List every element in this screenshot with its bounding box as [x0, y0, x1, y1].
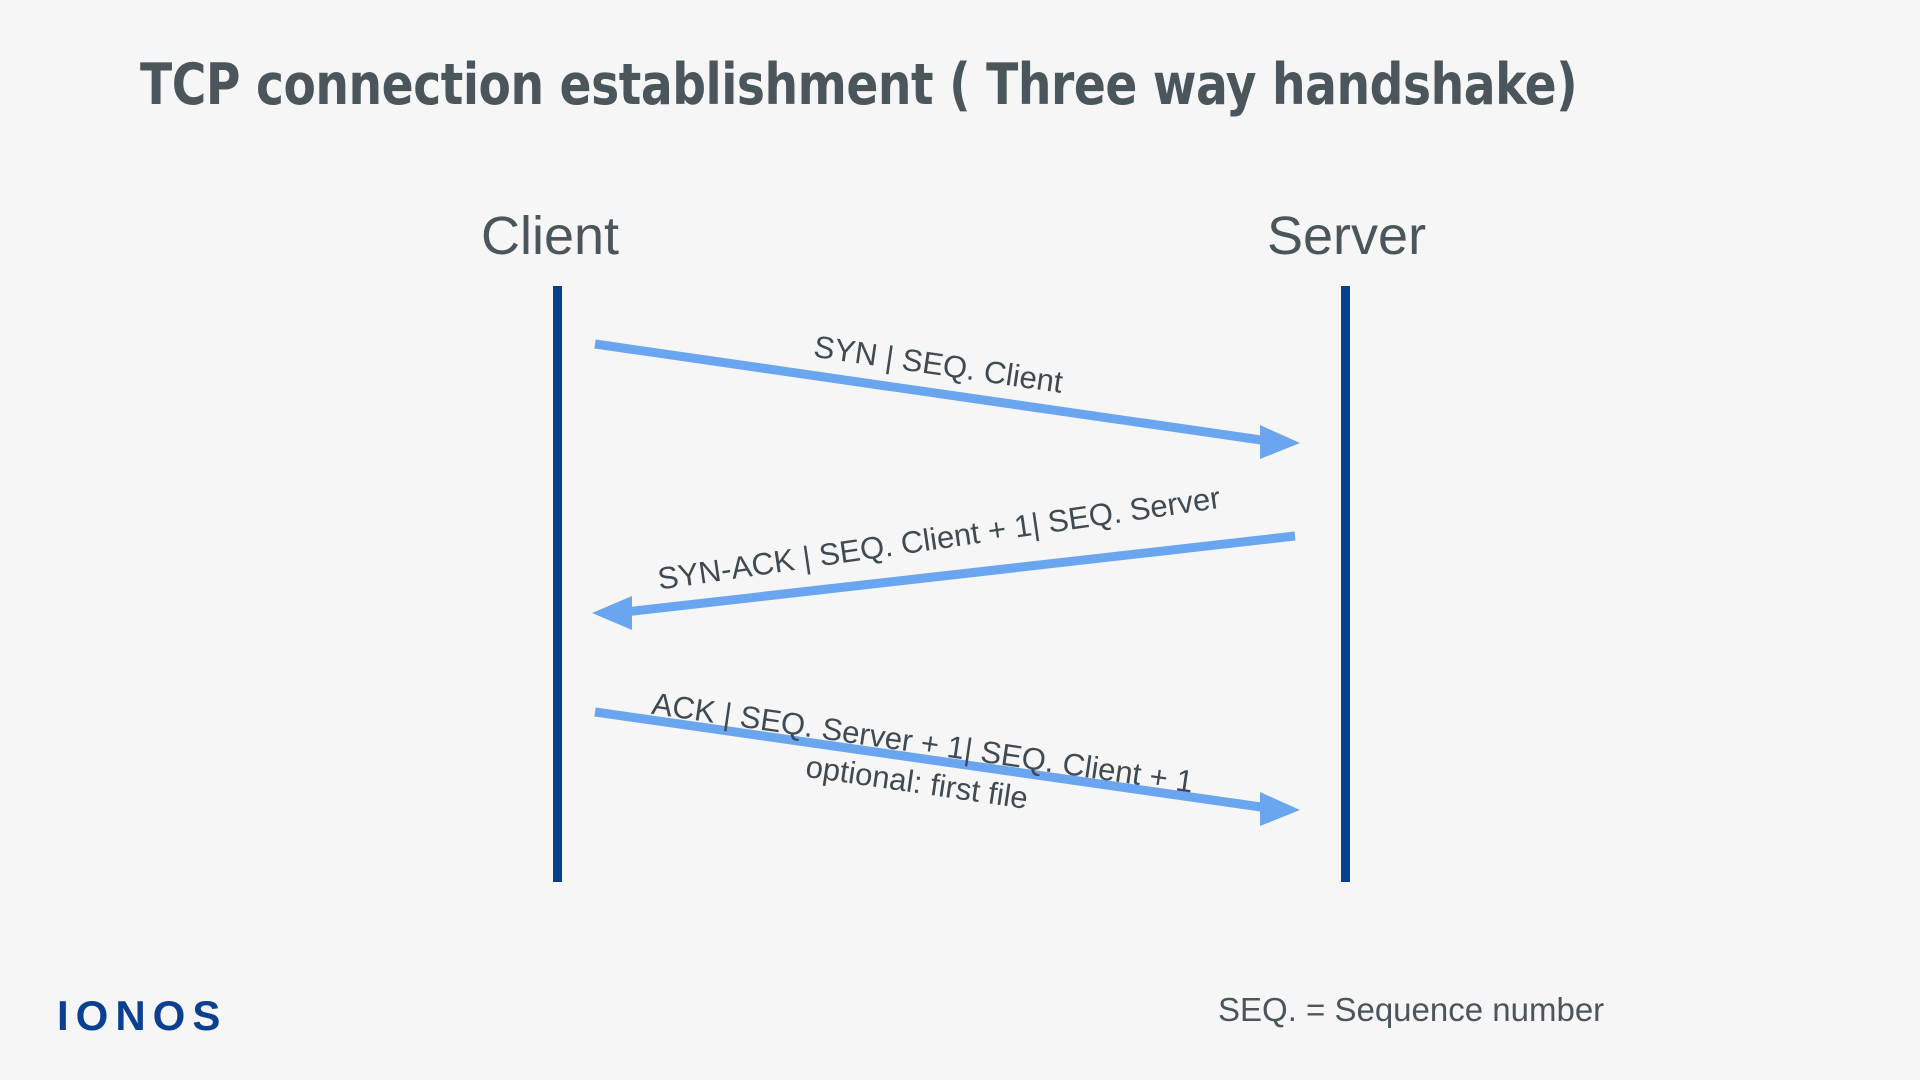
arrowhead-left-syn-ack [592, 596, 632, 630]
actor-label-client: Client [481, 206, 620, 266]
arrowhead-right-syn [1260, 425, 1300, 459]
message-label-syn-ack: SYN-ACK | SEQ. Client + 1| SEQ. Server [655, 479, 1223, 597]
lifeline-server [1341, 286, 1350, 882]
page-title: TCP connection establishment ( Three way… [140, 52, 1578, 118]
lifeline-client [553, 286, 562, 882]
message-label-syn: SYN | SEQ. Client [811, 328, 1066, 400]
legend-note: SEQ. = Sequence number [1218, 991, 1605, 1028]
ionos-logo: IONOS [57, 992, 228, 1039]
arrowhead-right-ack [1260, 792, 1300, 826]
actor-label-server: Server [1267, 206, 1427, 266]
